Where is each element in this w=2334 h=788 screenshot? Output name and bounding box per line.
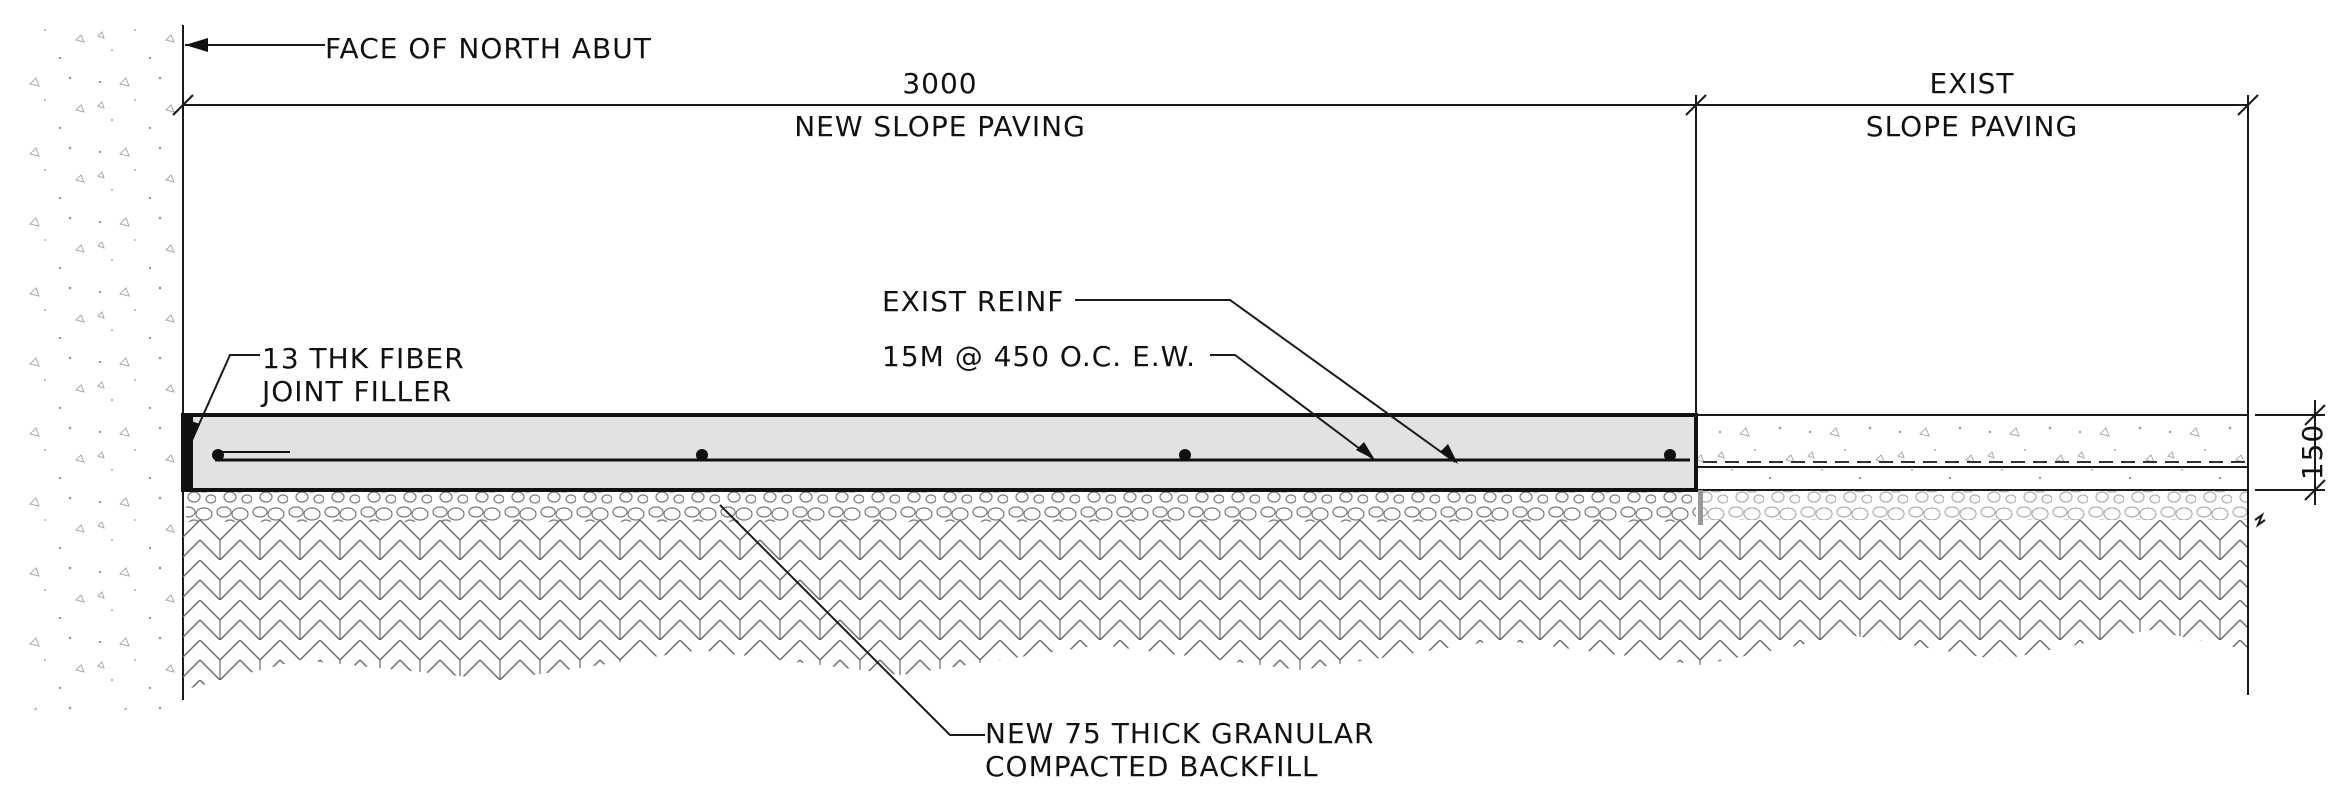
dim-tick (2237, 94, 2259, 116)
joint-filler (185, 417, 193, 488)
exist-slope-paving-label: SLOPE PAVING (1866, 110, 2078, 143)
boundary-joint-mark (1698, 490, 1703, 525)
exist-reinf-label: EXIST REINF (882, 285, 1064, 318)
soil-hatch (183, 520, 2248, 690)
existing-backfill (1698, 490, 2248, 520)
arrowhead (188, 420, 200, 442)
backfill-leader (719, 504, 985, 736)
face-abut-label: FACE OF NORTH ABUT (325, 32, 652, 65)
rebar-dot (1664, 449, 1676, 461)
rebar-dot (1179, 449, 1191, 461)
exist-label: EXIST (1929, 67, 2014, 100)
reinf-spec-leader (1210, 354, 1373, 459)
thickness-label: 150 (2296, 424, 2329, 480)
new-slope-paving-label: NEW SLOPE PAVING (794, 110, 1086, 143)
existing-slab (1696, 415, 2248, 490)
abutment-concrete (25, 20, 183, 710)
dim-tick (1685, 94, 1707, 116)
reinf-spec-label: 15M @ 450 O.C. E.W. (882, 340, 1196, 373)
new-slab (181, 413, 1698, 492)
dim-new-length-label: 3000 (902, 67, 977, 100)
rebar-dot (212, 449, 224, 461)
exist-reinf-leader (1075, 299, 1456, 463)
dim-tick (2304, 479, 2326, 501)
backfill-label-2: COMPACTED BACKFILL (985, 750, 1319, 783)
dim-tick (172, 94, 194, 116)
granular-backfill (186, 490, 1696, 522)
joint-filler-leader (191, 354, 260, 441)
backfill-label-1: NEW 75 THICK GRANULAR (985, 717, 1374, 750)
break-line (2254, 512, 2266, 528)
arrowhead (1356, 442, 1375, 460)
arrowhead (1440, 444, 1458, 464)
dim-tick (2304, 404, 2326, 426)
joint-filler-label-1: 13 THK FIBER (262, 342, 465, 375)
arrowhead (185, 38, 208, 52)
joint-filler-label-2: JOINT FILLER (260, 375, 452, 408)
rebar-dot (696, 449, 708, 461)
